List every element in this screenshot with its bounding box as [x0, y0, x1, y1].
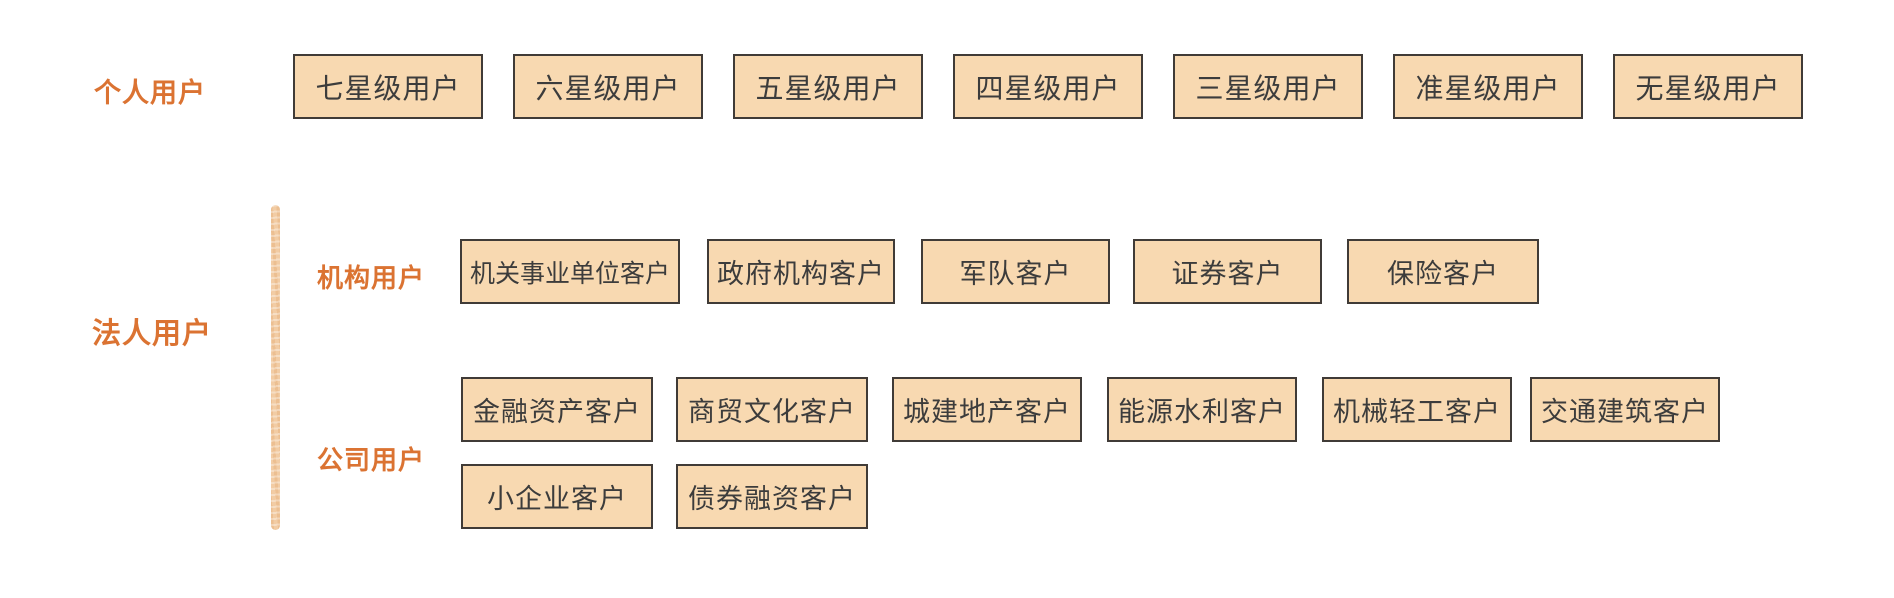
node-insurance-customer: 保险客户 [1347, 239, 1539, 304]
personal-users-label: 个人用户 [94, 78, 206, 109]
node-gov-public-institution-customer: 机关事业单位客户 [460, 239, 680, 304]
node-seven-star-user: 七星级用户 [293, 54, 483, 119]
node-energy-water-customer: 能源水利客户 [1107, 377, 1297, 442]
node-bond-financing-customer: 债券融资客户 [676, 464, 868, 529]
node-trade-culture-customer: 商贸文化客户 [676, 377, 868, 442]
node-small-enterprise-customer: 小企业客户 [461, 464, 653, 529]
node-securities-customer: 证券客户 [1133, 239, 1322, 304]
node-five-star-user: 五星级用户 [733, 54, 923, 119]
node-military-customer: 军队客户 [921, 239, 1110, 304]
node-urban-construction-realestate-customer: 城建地产客户 [892, 377, 1082, 442]
node-machinery-light-industry-customer: 机械轻工客户 [1322, 377, 1512, 442]
node-transport-construction-customer: 交通建筑客户 [1530, 377, 1720, 442]
node-three-star-user: 三星级用户 [1173, 54, 1363, 119]
node-four-star-user: 四星级用户 [953, 54, 1143, 119]
node-six-star-user: 六星级用户 [513, 54, 703, 119]
institution-users-label: 机构用户 [316, 264, 425, 294]
node-government-agency-customer: 政府机构客户 [707, 239, 895, 304]
corporate-users-label: 法人用户 [92, 316, 213, 350]
node-financial-assets-customer: 金融资产客户 [461, 377, 653, 442]
company-users-label: 公司用户 [316, 446, 425, 476]
corporate-divider-line [271, 205, 280, 530]
node-quasi-star-user: 准星级用户 [1393, 54, 1583, 119]
node-no-star-user: 无星级用户 [1613, 54, 1803, 119]
